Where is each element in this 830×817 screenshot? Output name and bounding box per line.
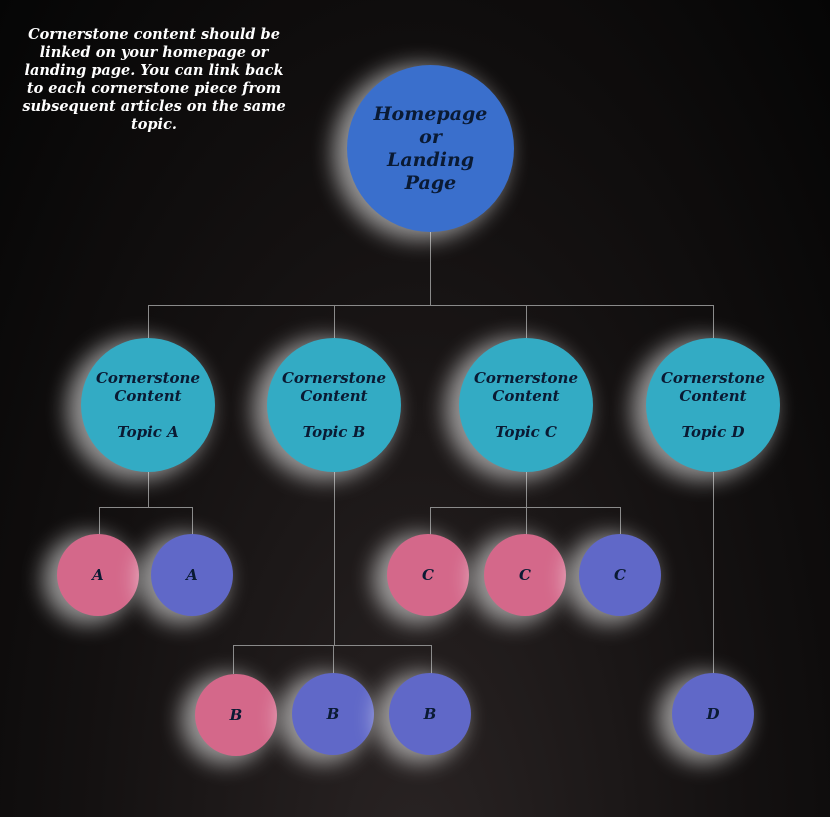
topic-b-node: Cornerstone Content Topic B xyxy=(267,338,401,472)
root-label-line: Landing xyxy=(386,148,475,171)
article-label: C xyxy=(519,566,531,584)
article-b2-node: B xyxy=(292,673,374,755)
topic-label: Cornerstone xyxy=(660,369,766,387)
topic-b-connector xyxy=(233,472,432,674)
article-c2-node: C xyxy=(484,534,566,616)
article-label: A xyxy=(186,566,198,584)
article-c3-node: C xyxy=(579,534,661,616)
homepage-node: Homepage or Landing Page xyxy=(347,65,514,232)
article-b1-node: B xyxy=(195,674,277,756)
root-label-line: or xyxy=(419,125,442,148)
topic-a-connector xyxy=(99,472,193,535)
topic-name: Topic A xyxy=(117,423,179,441)
topic-label: Content xyxy=(492,387,560,405)
topic-a-node: Cornerstone Content Topic A xyxy=(81,338,215,472)
topic-name: Topic B xyxy=(302,423,366,441)
article-a1-node: A xyxy=(57,534,139,616)
article-label: A xyxy=(92,566,104,584)
topic-label: Cornerstone xyxy=(473,369,579,387)
article-a2-node: A xyxy=(151,534,233,616)
article-c1-node: C xyxy=(387,534,469,616)
article-b3-node: B xyxy=(389,673,471,755)
topic-name: Topic C xyxy=(495,423,557,441)
article-label: B xyxy=(229,706,243,724)
topic-label: Content xyxy=(114,387,182,405)
description-note: Cornerstone content should be linked on … xyxy=(22,26,286,133)
topic-c-connector xyxy=(430,472,621,535)
article-d1-node: D xyxy=(672,673,754,755)
root-connector xyxy=(148,231,714,338)
article-label: D xyxy=(706,705,720,723)
topic-label: Cornerstone xyxy=(281,369,387,387)
topic-label: Cornerstone xyxy=(95,369,201,387)
root-label-line: Page xyxy=(404,171,457,194)
topic-c-node: Cornerstone Content Topic C xyxy=(459,338,593,472)
topic-d-node: Cornerstone Content Topic D xyxy=(646,338,780,472)
topic-label: Content xyxy=(300,387,368,405)
article-label: C xyxy=(422,566,434,584)
root-label-line: Homepage xyxy=(373,102,488,125)
article-label: B xyxy=(326,705,340,723)
article-label: C xyxy=(614,566,626,584)
topic-name: Topic D xyxy=(681,423,745,441)
topic-label: Content xyxy=(679,387,747,405)
article-label: B xyxy=(423,705,437,723)
